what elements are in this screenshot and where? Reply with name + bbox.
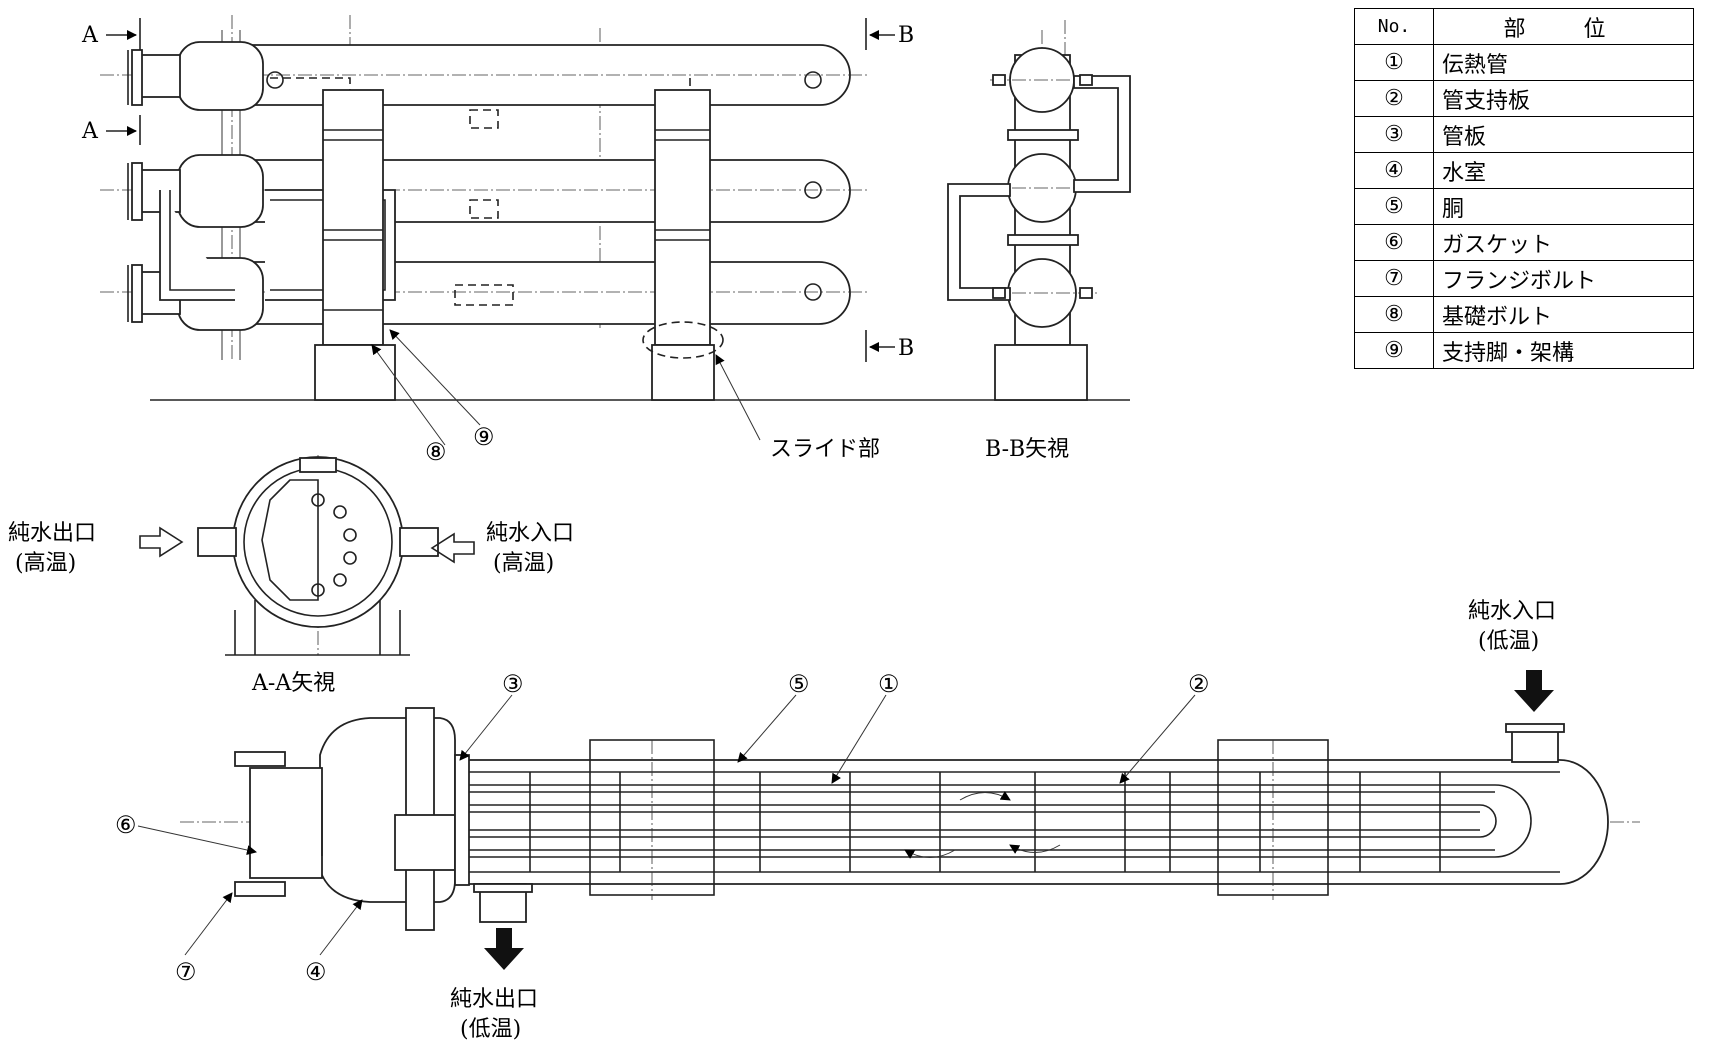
callout-4: ④ [305, 958, 327, 986]
callout-6: ⑥ [115, 811, 137, 839]
top-elevation-view: A A B B ⑧ ⑨ スライド部 [81, 15, 1130, 466]
table-cell-no: ⑧ [1354, 296, 1434, 333]
section-marker-a: A [81, 119, 99, 144]
callout-7: ⑦ [175, 958, 197, 986]
aa-view-label: A-A矢視 [251, 671, 335, 696]
callout-2: ② [1188, 670, 1210, 698]
table-cell-no: ⑦ [1354, 260, 1434, 297]
table-header-row: No. 部 位 [1354, 8, 1694, 45]
section-marker-b: B [898, 23, 914, 48]
callout-9: ⑨ [473, 423, 495, 451]
inlet-low-label: 純水入口 [1468, 599, 1556, 624]
table-cell-part: 支持脚・架構 [1433, 332, 1694, 369]
outlet-low-temp: (低温) [460, 1017, 521, 1042]
support-plates [529, 772, 1441, 872]
section-marker-a: A [81, 23, 99, 48]
table-cell-part: フランジボルト [1433, 260, 1694, 297]
inlet-low-arrow-icon [1514, 670, 1554, 712]
callout-5: ⑤ [788, 670, 810, 698]
inlet-high-label: 純水入口 [486, 521, 574, 546]
outlet-arrow-icon [139, 526, 184, 558]
callout-1: ① [878, 670, 900, 698]
section-marker-b: B [898, 336, 914, 361]
table-cell-no: ④ [1354, 152, 1434, 189]
shell [464, 759, 1609, 885]
inlet-low-temp: (低温) [1478, 629, 1539, 654]
table-cell-no: ⑤ [1354, 188, 1434, 225]
outlet-high-temp: (高温) [15, 551, 76, 576]
callout-8: ⑧ [425, 438, 447, 466]
callout-3: ③ [502, 670, 524, 698]
outlet-high-label: 純水出口 [8, 521, 96, 546]
tube-bundle [469, 784, 1532, 858]
slide-part-label: スライド部 [770, 437, 880, 462]
support-right [642, 89, 724, 401]
bb-view-label: B-B矢視 [985, 437, 1069, 462]
outlet-low-label: 純水出口 [450, 987, 538, 1012]
table-header-no: No. [1354, 8, 1434, 45]
inlet-arrow-icon [430, 532, 475, 564]
table-cell-part: 胴 [1433, 188, 1694, 225]
longitudinal-section: ③ ⑤ ① ② ⑥ ⑦ ④ 純水入口 (低温) 純水出口 (低温) [115, 599, 1640, 1042]
inlet-high-temp: (高温) [493, 551, 554, 576]
aa-view: A-A矢視 純水出口 (高温) 純水入口 (高温) [8, 455, 574, 696]
support-left [314, 89, 396, 401]
bb-view: B-B矢視 [947, 30, 1131, 462]
table-cell-no: ② [1354, 80, 1434, 117]
table-header-part: 部 位 [1433, 8, 1694, 45]
table-cell-no: ⑥ [1354, 224, 1434, 261]
outlet-low-arrow-icon [484, 928, 524, 970]
table-cell-part: ガスケット [1433, 224, 1694, 261]
